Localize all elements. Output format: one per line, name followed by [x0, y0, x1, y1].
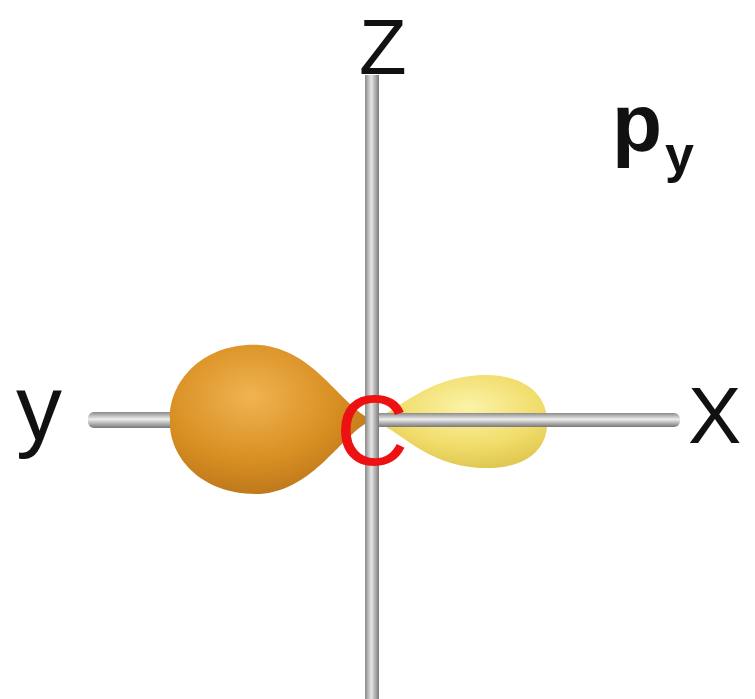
axis-label: Z [359, 8, 407, 86]
orbital-subscript: y [665, 128, 694, 180]
atom-label: C [336, 380, 408, 480]
axis-label: X [688, 376, 741, 456]
axis-label: y [16, 362, 62, 454]
x-axis-rod [372, 413, 680, 427]
orbital-name: p [612, 82, 662, 164]
